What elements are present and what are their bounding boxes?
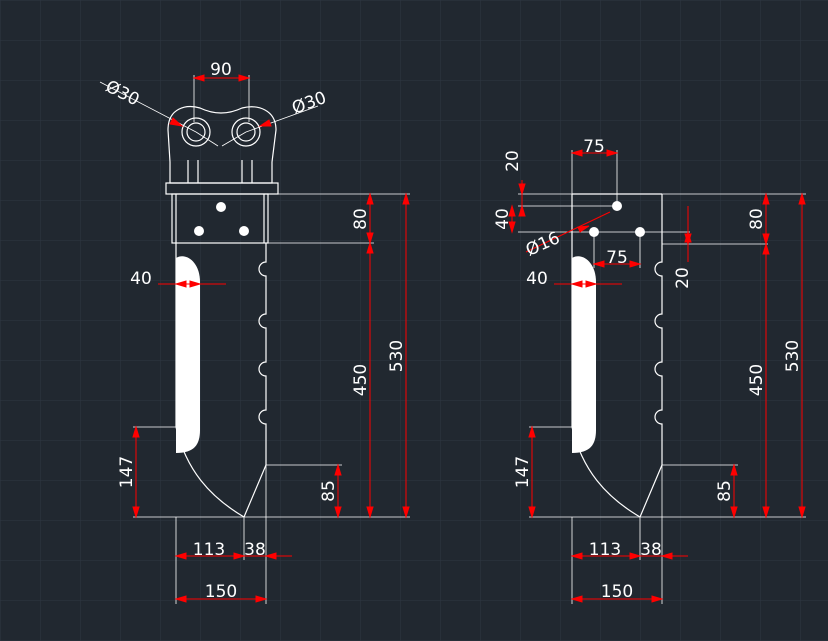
dim-pin-spacing: 90 (210, 60, 232, 80)
dim-total-width: 150 (601, 582, 633, 602)
pin-hole-left-inner (186, 122, 206, 142)
right-dimension-lines (508, 149, 806, 603)
left-extension-lines (99, 75, 410, 604)
mount-block (171, 193, 269, 244)
pin-hole-right-inner (236, 122, 256, 142)
dim-tip-right-width: 38 (244, 540, 266, 560)
dim-hole-spacing-bottom: 75 (606, 248, 628, 268)
dim-hole-offset-right: 20 (673, 267, 693, 289)
dim-slot-width: 40 (130, 269, 152, 289)
dim-total-height: 530 (783, 340, 803, 372)
ear-plate (167, 106, 277, 184)
dim-total-height: 530 (387, 340, 407, 372)
dim-shank-length: 450 (351, 364, 371, 396)
pin-hole-right-outer (231, 117, 261, 147)
right-view: 75 20 40 Ø16 75 20 80 450 530 40 147 85 … (493, 137, 806, 604)
dim-top-block: 80 (747, 208, 767, 230)
shank-right-edge-with-notches (258, 243, 267, 465)
dim-tip-right-height: 85 (715, 480, 735, 502)
dim-total-width: 150 (205, 582, 237, 602)
dim-tip-left-width: 113 (193, 540, 225, 560)
bolt-hole (194, 226, 204, 236)
dim-top-block: 80 (351, 208, 371, 230)
dim-tip-right-width: 38 (640, 540, 662, 560)
dim-shank-length: 450 (747, 364, 767, 396)
wear-slot (572, 256, 596, 453)
left-view: 90 Ø30 Ø30 80 450 530 40 147 85 113 38 1… (99, 60, 410, 604)
bolt-hole (216, 202, 226, 212)
right-extension-lines (518, 150, 806, 604)
dim-slot-width: 40 (526, 269, 548, 289)
pin-hole-left-outer (181, 117, 211, 147)
dim-hole-spacing-top: 75 (583, 137, 605, 157)
dim-tip-right-height: 85 (319, 480, 339, 502)
dim-tip-left-height: 147 (513, 456, 533, 488)
left-dimension-lines (132, 74, 410, 603)
tip-right-line (639, 464, 663, 518)
shank-right-edge-with-notches (654, 194, 663, 465)
dim-tip-left-width: 113 (589, 540, 621, 560)
bolt-hole (239, 226, 249, 236)
wear-slot (176, 256, 200, 453)
dim-hole-offset-top: 20 (503, 150, 523, 172)
dim-hole-vertical: 40 (493, 208, 513, 230)
dim-tip-left-height: 147 (117, 456, 137, 488)
tip-right-line (243, 464, 267, 518)
